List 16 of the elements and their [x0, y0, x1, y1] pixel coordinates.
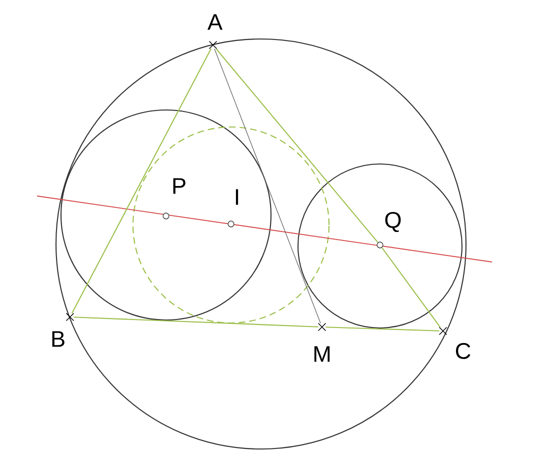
- labelled-point: M: [314, 322, 330, 362]
- node-label: I: [236, 189, 238, 205]
- line-segment: [74, 316, 318, 328]
- line-segment: [214, 48, 321, 324]
- line-segment: [216, 48, 378, 243]
- node-label: Q: [385, 212, 401, 232]
- line-segment: [326, 326, 440, 332]
- node-label: P: [173, 178, 186, 194]
- labelled-point: I: [228, 189, 238, 228]
- labelled-point: A: [207, 14, 223, 50]
- line-segment: [72, 48, 212, 314]
- labelled-point: Q: [376, 212, 401, 248]
- line-segment: [382, 247, 441, 328]
- labelled-point: P: [162, 178, 186, 220]
- labelled-point: B: [52, 312, 74, 347]
- labelled-point: C: [438, 326, 470, 360]
